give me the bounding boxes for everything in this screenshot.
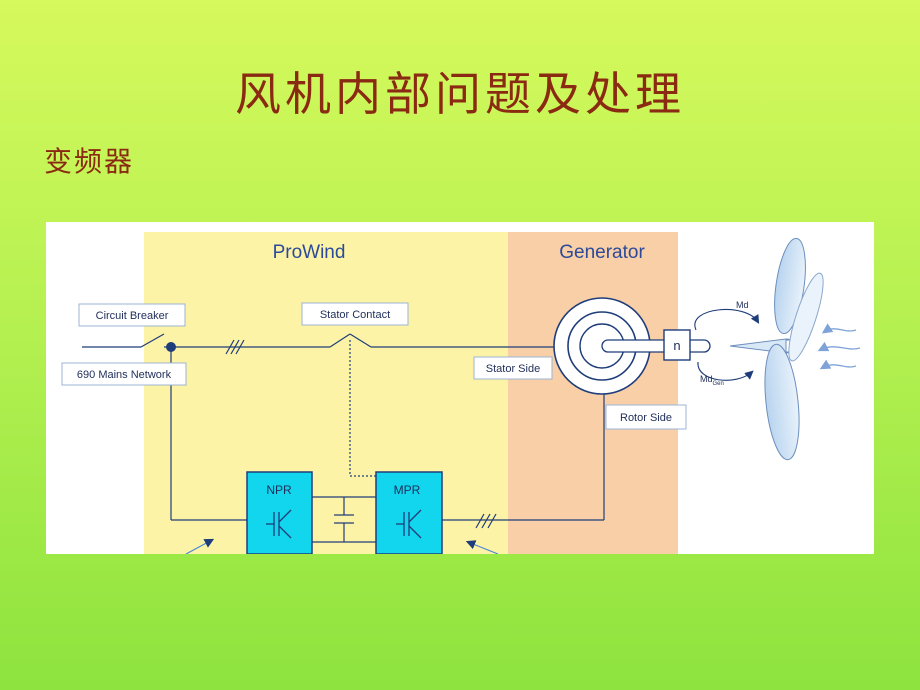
mpr-block: MPR [375, 471, 443, 554]
prowind-region [144, 232, 508, 554]
bus-junction [166, 342, 176, 352]
generator-label: Generator [559, 242, 645, 263]
torque-md-gen-label: MdGen [700, 374, 724, 387]
slide-title: 风机内部问题及处理 [235, 67, 685, 121]
circuit-breaker-box: Circuit Breaker [78, 303, 186, 327]
wind-turbine-rotor-icon [729, 237, 824, 461]
airflow-arrows [185, 538, 499, 554]
stator-side-box: Stator Side [473, 356, 553, 380]
svg-text:MPR: MPR [394, 483, 421, 497]
svg-text:690 Mains Network: 690 Mains Network [77, 369, 172, 381]
converter-diagram: ProWind Generator Ci [46, 222, 874, 554]
svg-text:n: n [673, 338, 680, 353]
svg-text:Circuit Breaker: Circuit Breaker [96, 310, 169, 322]
mains-bus-line [82, 333, 605, 543]
prowind-label: ProWind [273, 242, 346, 263]
svg-text:Stator Contact: Stator Contact [320, 309, 390, 321]
torque-md-label: Md [736, 300, 749, 310]
generator-icon [553, 297, 711, 395]
stator-contact-box: Stator Contact [301, 302, 409, 326]
npr-block: NPR [246, 471, 313, 554]
rotor-side-box: Rotor Side [605, 404, 687, 430]
torque-arrows [694, 309, 760, 381]
speed-sensor-box: n [663, 329, 691, 361]
svg-text:NPR: NPR [266, 483, 292, 497]
svg-text:Stator Side: Stator Side [486, 363, 540, 375]
slide-subtitle: 变频器 [44, 145, 135, 178]
mains-network-box: 690 Mains Network [61, 362, 187, 386]
svg-text:Rotor Side: Rotor Side [620, 412, 672, 424]
wind-arrows-icon [817, 323, 861, 370]
